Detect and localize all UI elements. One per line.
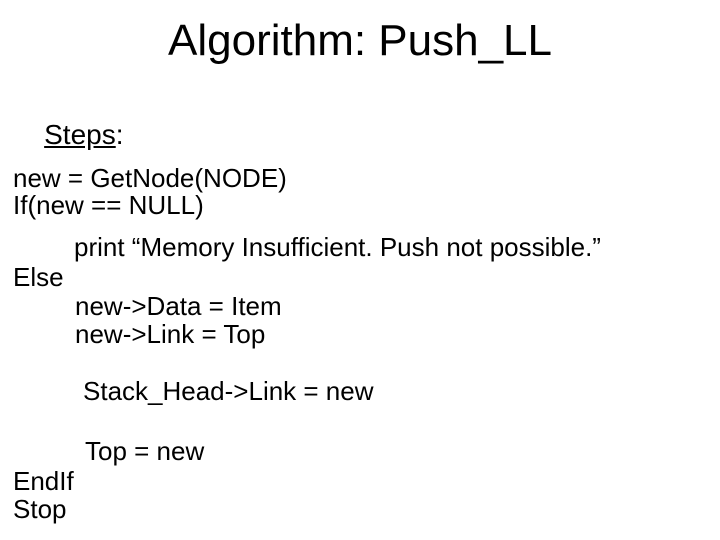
- code-line-new-data: new->Data = Item: [75, 291, 282, 321]
- code-line-endif: EndIf: [13, 466, 74, 496]
- code-line-getnode: new = GetNode(NODE): [13, 163, 287, 193]
- code-line-new-link: new->Link = Top: [75, 319, 266, 349]
- code-line-else: Else: [13, 262, 64, 292]
- steps-heading-label: Steps: [44, 119, 116, 151]
- steps-heading-colon: :: [115, 119, 124, 151]
- code-line-top-new: Top = new: [85, 436, 205, 466]
- code-line-if-null: If(new == NULL): [13, 190, 204, 220]
- code-line-stop: Stop: [13, 494, 67, 524]
- steps-heading: Steps:: [13, 91, 124, 179]
- slide-title: Algorithm: Push_LL: [168, 16, 552, 65]
- code-line-stack-head-link: Stack_Head->Link = new: [83, 376, 374, 406]
- code-line-print-memory: print “Memory Insufficient. Push not pos…: [74, 232, 601, 262]
